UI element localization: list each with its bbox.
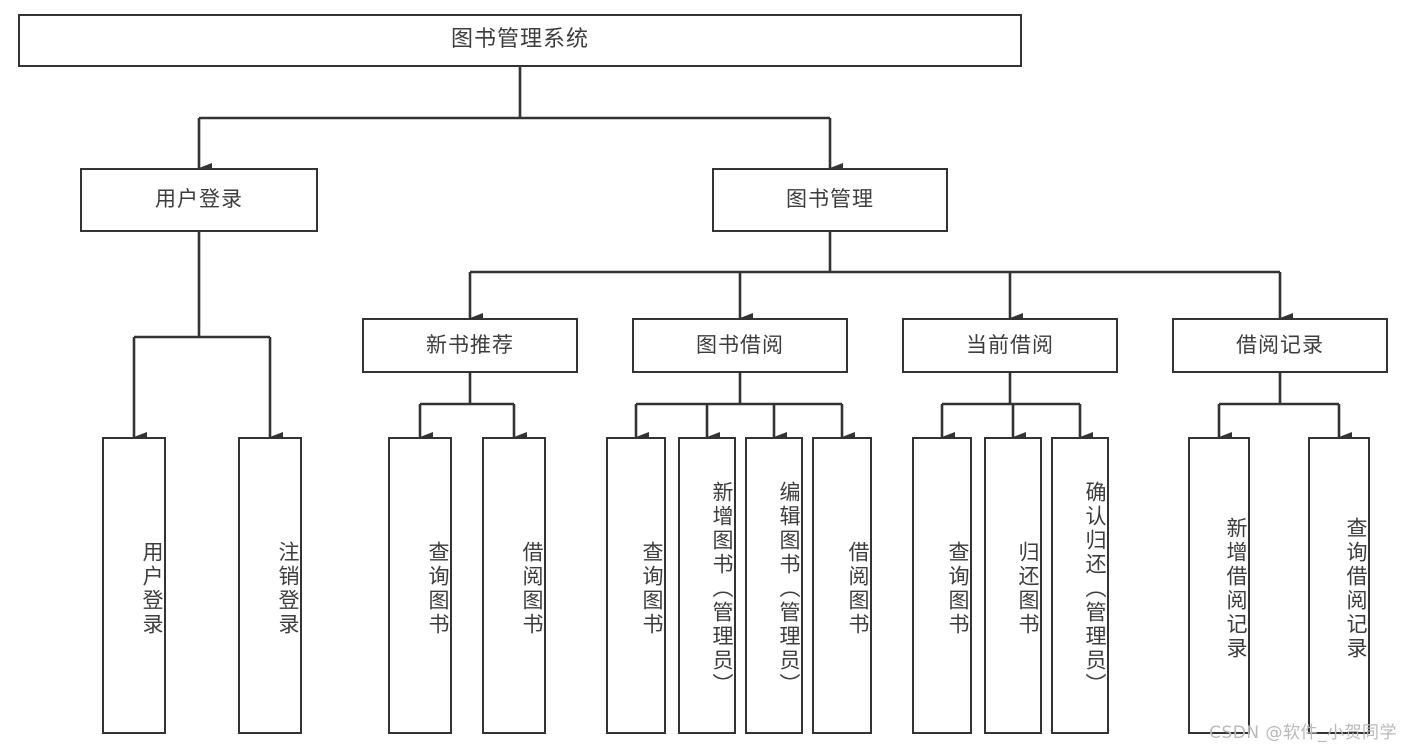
leaf-label: 借阅图书	[520, 540, 544, 637]
node-new-book-recommend[interactable]: 新书推荐	[362, 318, 578, 373]
node-borrow-records[interactable]: 借阅记录	[1172, 318, 1388, 373]
node-current-borrow[interactable]: 当前借阅	[902, 318, 1118, 373]
leaf-label: 借阅图书	[846, 540, 870, 637]
node-book-borrow[interactable]: 图书借阅	[632, 318, 848, 373]
watermark-text: CSDN @软件_小贺同学	[1209, 723, 1397, 743]
leaf-node-edit-book-admin[interactable]: 编辑图书（管理员）	[745, 437, 803, 734]
node-book-management[interactable]: 图书管理	[712, 168, 948, 232]
leaf-node-user-login[interactable]: 用户登录	[102, 437, 166, 734]
leaf-node-logout[interactable]: 注销登录	[238, 437, 302, 734]
leaf-node-query-book-newbook[interactable]: 查询图书	[388, 437, 452, 734]
leaf-node-add-book-admin[interactable]: 新增图书（管理员）	[678, 437, 736, 734]
leaf-node-return-book[interactable]: 归还图书	[984, 437, 1042, 734]
leaf-label: 归还图书	[1016, 540, 1040, 637]
leaf-node-query-book-borrow[interactable]: 查询图书	[606, 437, 666, 734]
leaf-node-borrow-book-newbook[interactable]: 借阅图书	[482, 437, 546, 734]
leaf-label: 查询图书	[946, 540, 970, 637]
leaf-label: 查询图书	[640, 540, 664, 637]
node-user-login[interactable]: 用户登录	[80, 168, 318, 232]
leaf-label: 查询图书	[426, 540, 450, 637]
node-root[interactable]: 图书管理系统	[18, 14, 1022, 67]
leaf-label: 查询借阅记录	[1344, 516, 1368, 661]
leaf-label: 新增图书（管理员）	[710, 480, 734, 697]
leaf-label: 用户登录	[140, 540, 164, 637]
leaf-node-query-book-current[interactable]: 查询图书	[912, 437, 972, 734]
leaf-node-add-borrow-record[interactable]: 新增借阅记录	[1188, 437, 1250, 734]
leaf-node-borrow-book[interactable]: 借阅图书	[812, 437, 872, 734]
leaf-node-confirm-return-admin[interactable]: 确认归还（管理员）	[1051, 437, 1109, 734]
leaf-label: 确认归还（管理员）	[1083, 480, 1107, 697]
leaf-label: 编辑图书（管理员）	[777, 480, 801, 697]
leaf-node-query-borrow-record[interactable]: 查询借阅记录	[1308, 437, 1370, 734]
leaf-label: 新增借阅记录	[1224, 516, 1248, 661]
leaf-label: 注销登录	[276, 540, 300, 637]
